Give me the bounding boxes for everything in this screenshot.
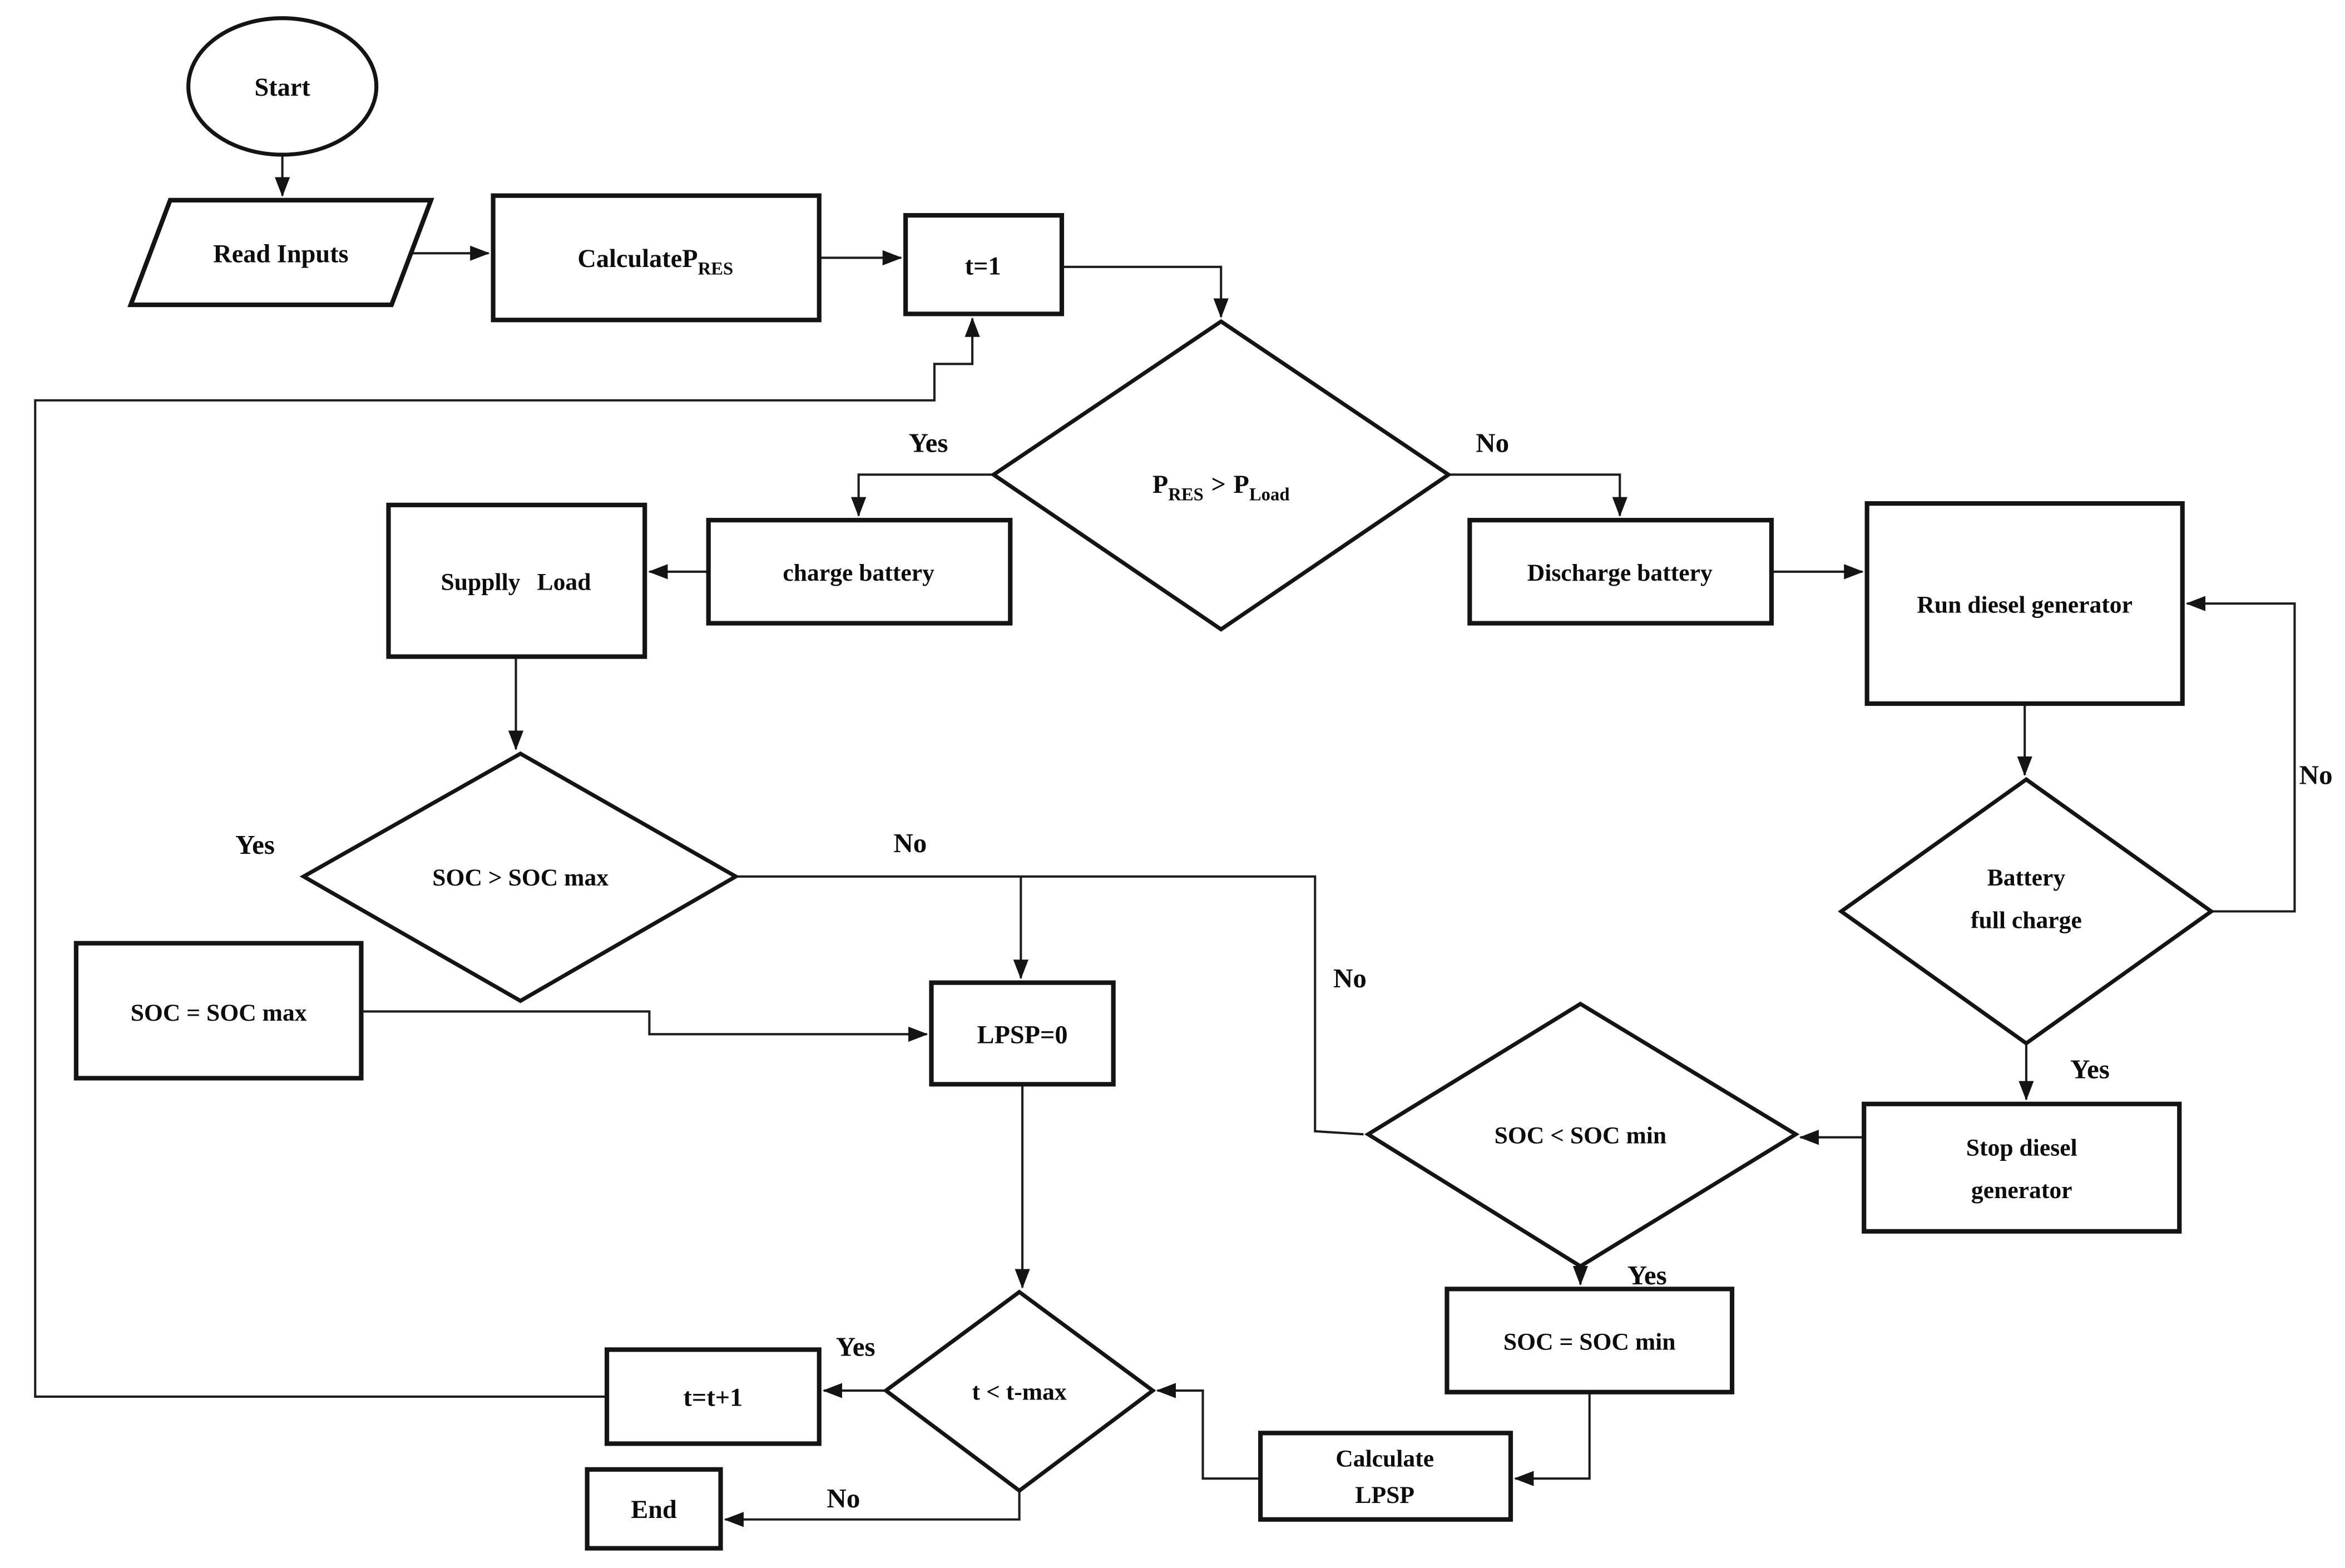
read-inputs-parallelogram [127, 197, 434, 308]
pres-subscript: RES [1168, 485, 1204, 505]
soc-eq-min-box [1444, 1287, 1735, 1394]
read-inputs-label: Read Inputs [213, 240, 348, 269]
soc-lt-min-diamond [1364, 1001, 1800, 1269]
node-battery-full: Battery full charge [1838, 776, 2215, 1046]
stop-diesel-label-line2: generator [1971, 1177, 2072, 1204]
t-increment-label: t=t+1 [684, 1383, 743, 1412]
socmin-yes-label: Yes [1627, 1260, 1667, 1290]
supply-load-box [386, 502, 647, 659]
pres-no-label: No [1476, 427, 1509, 458]
node-read-inputs: Read Inputs [127, 197, 434, 308]
node-t-init: t=1 [903, 213, 1065, 316]
node-discharge-battery: Discharge battery [1467, 518, 1774, 626]
node-t-lt-tmax: t < t-max [882, 1289, 1156, 1493]
end-label: End [631, 1496, 677, 1524]
supply-load-label: Supplly Load [441, 569, 591, 596]
stop-diesel-box [1862, 1101, 2182, 1234]
soc-eq-min-label: SOC = SOC min [1503, 1328, 1676, 1355]
calculate-lpsp-label-line1: Calculate [1335, 1445, 1434, 1472]
t-init-label: t=1 [965, 252, 1001, 280]
stop-diesel-label-line1: Stop diesel [1966, 1134, 2077, 1161]
branch-labels: Yes No Yes No No No Yes Yes Yes No [235, 427, 2332, 1513]
node-soc-lt-min: SOC < SOC min [1364, 1001, 1800, 1269]
edge-socmax-no-and-socmin-no-merge [735, 875, 1364, 1136]
t-lt-tmax-diamond [882, 1289, 1156, 1493]
calculate-pres-subscript: RES [698, 259, 734, 279]
node-soc-eq-min: SOC = SOC min [1444, 1287, 1735, 1394]
pres-symbol: P [1152, 471, 1168, 499]
calculate-lpsp-box [1258, 1431, 1513, 1522]
battery-full-yes-label: Yes [2070, 1053, 2110, 1084]
node-supply-load: Supplly Load [386, 502, 647, 659]
battery-full-no-label: No [2299, 760, 2333, 790]
node-calculate-lpsp: Calculate LPSP [1258, 1431, 1513, 1522]
lpsp-zero-label: LPSP=0 [977, 1021, 1068, 1050]
t-increment-box [604, 1347, 822, 1446]
node-pres-gt-pload: PRES>PLoad [990, 319, 1452, 632]
start-label: Start [254, 73, 310, 102]
t-init-box [903, 213, 1065, 316]
edge-soc-eq-min-to-calc-lpsp [1513, 1392, 1591, 1486]
socmax-yes-label: Yes [235, 829, 275, 860]
gt-operator: > [1211, 471, 1225, 499]
socmax-no-label: No [893, 828, 927, 858]
edge-calc-lpsp-to-tmax-decision [1156, 1383, 1261, 1480]
pres-gt-pload-label: PRES>PLoad [1152, 471, 1290, 505]
node-calculate-pres: CalculatePRES [491, 193, 822, 323]
t-lt-tmax-label: t < t-max [972, 1378, 1067, 1405]
soc-eq-max-box [73, 941, 364, 1081]
discharge-battery-box [1467, 518, 1774, 626]
charge-battery-box [706, 518, 1013, 626]
calculate-pres-box [491, 193, 822, 323]
node-charge-battery: charge battery [706, 518, 1013, 626]
pload-symbol: P [1234, 471, 1249, 499]
soc-gt-max-diamond [299, 751, 740, 1003]
start-terminator-shape [186, 16, 379, 157]
edge-pres-yes-to-charge-battery [851, 473, 994, 517]
soc-lt-min-label: SOC < SOC min [1495, 1122, 1667, 1149]
node-start: Start [186, 16, 379, 157]
node-stop-diesel: Stop diesel generator [1862, 1101, 2182, 1234]
pres-yes-label: Yes [909, 427, 948, 458]
run-diesel-box [1864, 501, 2185, 706]
socmin-no-label: No [1333, 963, 1367, 993]
battery-full-label-line1: Battery [1987, 864, 2066, 891]
node-run-diesel: Run diesel generator [1864, 501, 2185, 706]
node-soc-gt-max: SOC > SOC max [299, 751, 740, 1003]
end-box [585, 1467, 723, 1551]
edge-t1-to-pres-decision [1061, 265, 1229, 318]
soc-eq-max-label: SOC = SOC max [131, 1000, 307, 1026]
pload-subscript: Load [1249, 485, 1290, 505]
node-t-increment: t=t+1 [604, 1347, 822, 1446]
charge-battery-label: charge battery [783, 560, 934, 586]
connectors [34, 155, 2296, 1527]
pres-gt-pload-diamond [990, 319, 1452, 632]
run-diesel-label: Run diesel generator [1917, 591, 2133, 618]
tmax-yes-label: Yes [836, 1331, 875, 1362]
node-lpsp-zero: LPSP=0 [929, 980, 1116, 1087]
lpsp-zero-box [929, 980, 1116, 1087]
discharge-battery-label: Discharge battery [1527, 560, 1713, 586]
soc-gt-max-label: SOC > SOC max [432, 864, 608, 891]
battery-full-diamond [1838, 776, 2215, 1046]
calculate-lpsp-label-line2: LPSP [1355, 1482, 1414, 1508]
edge-battery-full-no-loop [2185, 596, 2296, 913]
node-soc-eq-max: SOC = SOC max [73, 941, 364, 1081]
node-end: End [585, 1467, 723, 1551]
calculate-pres-main: CalculateP [577, 245, 697, 273]
battery-full-label-line2: full charge [1971, 907, 2082, 933]
edge-tmax-no-to-end [724, 1490, 1021, 1527]
edge-pres-no-to-discharge-battery [1448, 473, 1627, 517]
calculate-pres-label: CalculatePRES [577, 245, 733, 279]
tmax-no-label: No [827, 1483, 860, 1513]
edge-t-increment-loop-to-t1 [34, 317, 980, 1398]
edge-soc-eq-max-to-lpsp-zero [361, 1010, 928, 1042]
